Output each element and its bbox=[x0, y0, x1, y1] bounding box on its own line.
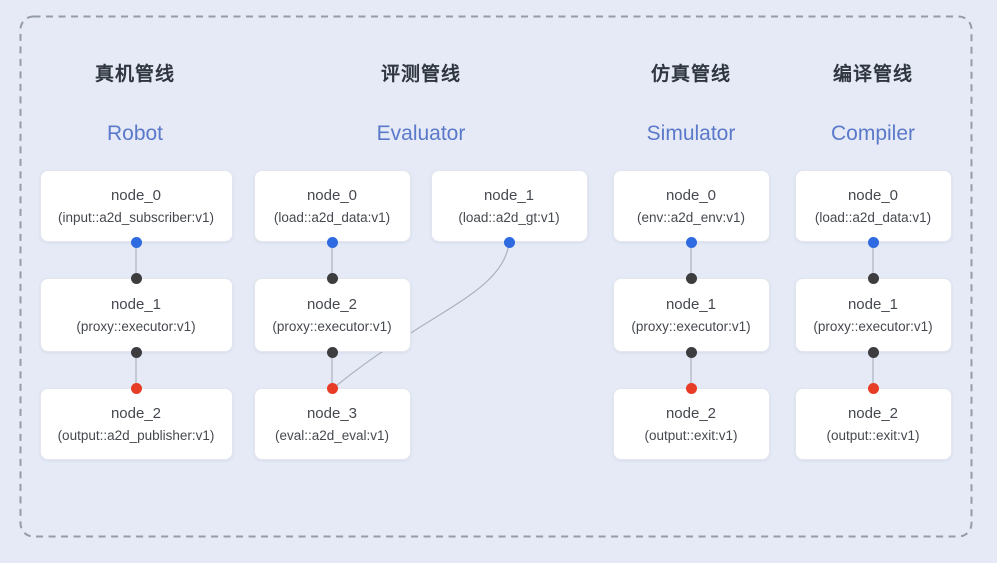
simulator-node-2-box: node_2(output::exit:v1) bbox=[612, 388, 770, 460]
evaluator-node-2-top-port-black-dot bbox=[326, 272, 338, 284]
simulator-node-2-name-label: node_2 bbox=[665, 405, 717, 422]
robot-node-1-bottom-port-black-dot bbox=[130, 346, 142, 358]
simulator-node-0-bottom-port-blue-dot bbox=[685, 236, 697, 248]
evaluator-node-0-bottom-port-blue-dot bbox=[326, 236, 338, 248]
pipeline-title-zh: 评测管线 bbox=[380, 64, 461, 85]
pipeline-title-en: Robot bbox=[106, 122, 164, 145]
simulator-node-0-type-label: (env::a2d_env:v1) bbox=[636, 210, 746, 225]
evaluator-node-1-type-label: (load::a2d_gt:v1) bbox=[458, 210, 560, 225]
robot-node-2-box: node_2(output::a2d_publisher:v1) bbox=[39, 388, 233, 460]
robot-node-1-type-label: (proxy::executor:v1) bbox=[76, 319, 196, 334]
simulator-node-0-box: node_0(env::a2d_env:v1) bbox=[612, 170, 770, 242]
simulator-node-1-box: node_1(proxy::executor:v1) bbox=[612, 278, 770, 352]
evaluator-node-3-top-port-red-dot bbox=[326, 382, 338, 394]
robot-node-2-type-label: (output::a2d_publisher:v1) bbox=[57, 428, 215, 443]
pipeline-title-zh: 编译管线 bbox=[832, 64, 913, 85]
simulator-node-2-type-label: (output::exit:v1) bbox=[644, 428, 738, 443]
compiler-node-1-name-label: node_1 bbox=[847, 296, 899, 313]
robot-node-2-name-label: node_2 bbox=[110, 405, 162, 422]
simulator-node-1-type-label: (proxy::executor:v1) bbox=[631, 319, 751, 334]
compiler-node-1-bottom-port-black-dot bbox=[867, 346, 879, 358]
simulator-node-1-name-label: node_1 bbox=[665, 296, 717, 313]
edge-evaluator-node-1-to-evaluator-node-3 bbox=[335, 243, 510, 387]
simulator-node-1-bottom-port-black-dot bbox=[685, 346, 697, 358]
compiler-node-0-bottom-port-blue-dot bbox=[867, 236, 879, 248]
evaluator-node-0-type-label: (load::a2d_data:v1) bbox=[273, 210, 391, 225]
robot-node-0-type-label: (input::a2d_subscriber:v1) bbox=[57, 210, 215, 225]
compiler-node-2-top-port-red-dot bbox=[867, 382, 879, 394]
evaluator-node-2-bottom-port-black-dot bbox=[326, 346, 338, 358]
pipeline-header-evaluator: 评测管线 Evaluator bbox=[377, 0, 466, 146]
evaluator-node-1-name-label: node_1 bbox=[483, 187, 535, 204]
compiler-node-1-box: node_1(proxy::executor:v1) bbox=[794, 278, 952, 352]
robot-node-1-top-port-black-dot bbox=[130, 272, 142, 284]
compiler-node-0-type-label: (load::a2d_data:v1) bbox=[814, 210, 932, 225]
pipeline-header-simulator: 仿真管线 Simulator bbox=[647, 0, 736, 146]
pipeline-title-zh: 真机管线 bbox=[94, 64, 176, 85]
compiler-node-1-type-label: (proxy::executor:v1) bbox=[813, 319, 933, 334]
evaluator-node-2-name-label: node_2 bbox=[306, 296, 358, 313]
evaluator-node-2-box: node_2(proxy::executor:v1) bbox=[253, 278, 411, 352]
robot-node-1-name-label: node_1 bbox=[110, 296, 162, 313]
evaluator-node-0-box: node_0(load::a2d_data:v1) bbox=[253, 170, 411, 242]
pipeline-header-robot: 真机管线 Robot bbox=[95, 0, 175, 146]
pipeline-title-zh: 仿真管线 bbox=[650, 64, 732, 85]
robot-node-1-box: node_1(proxy::executor:v1) bbox=[39, 278, 233, 352]
robot-node-0-name-label: node_0 bbox=[110, 187, 162, 204]
compiler-node-0-box: node_0(load::a2d_data:v1) bbox=[794, 170, 952, 242]
evaluator-node-3-type-label: (eval::a2d_eval:v1) bbox=[274, 428, 390, 443]
simulator-node-1-top-port-black-dot bbox=[685, 272, 697, 284]
compiler-node-1-top-port-black-dot bbox=[867, 272, 879, 284]
pipeline-header-compiler: 编译管线 Compiler bbox=[831, 0, 915, 146]
robot-node-0-bottom-port-blue-dot bbox=[130, 236, 142, 248]
compiler-node-2-name-label: node_2 bbox=[847, 405, 899, 422]
simulator-node-2-top-port-red-dot bbox=[685, 382, 697, 394]
pipeline-title-en: Simulator bbox=[646, 122, 736, 145]
robot-node-2-top-port-red-dot bbox=[130, 382, 142, 394]
robot-node-0-box: node_0(input::a2d_subscriber:v1) bbox=[39, 170, 233, 242]
simulator-node-0-name-label: node_0 bbox=[665, 187, 717, 204]
evaluator-node-3-box: node_3(eval::a2d_eval:v1) bbox=[253, 388, 411, 460]
compiler-node-2-box: node_2(output::exit:v1) bbox=[794, 388, 952, 460]
evaluator-node-1-box: node_1(load::a2d_gt:v1) bbox=[430, 170, 588, 242]
evaluator-node-1-bottom-port-blue-dot bbox=[503, 236, 515, 248]
dashed-frame bbox=[19, 15, 973, 538]
evaluator-node-3-name-label: node_3 bbox=[306, 405, 358, 422]
pipeline-title-en: Compiler bbox=[830, 122, 916, 145]
compiler-node-2-type-label: (output::exit:v1) bbox=[826, 428, 920, 443]
evaluator-node-2-type-label: (proxy::executor:v1) bbox=[272, 319, 392, 334]
evaluator-node-0-name-label: node_0 bbox=[306, 187, 358, 204]
compiler-node-0-name-label: node_0 bbox=[847, 187, 899, 204]
pipeline-title-en: Evaluator bbox=[376, 122, 466, 145]
